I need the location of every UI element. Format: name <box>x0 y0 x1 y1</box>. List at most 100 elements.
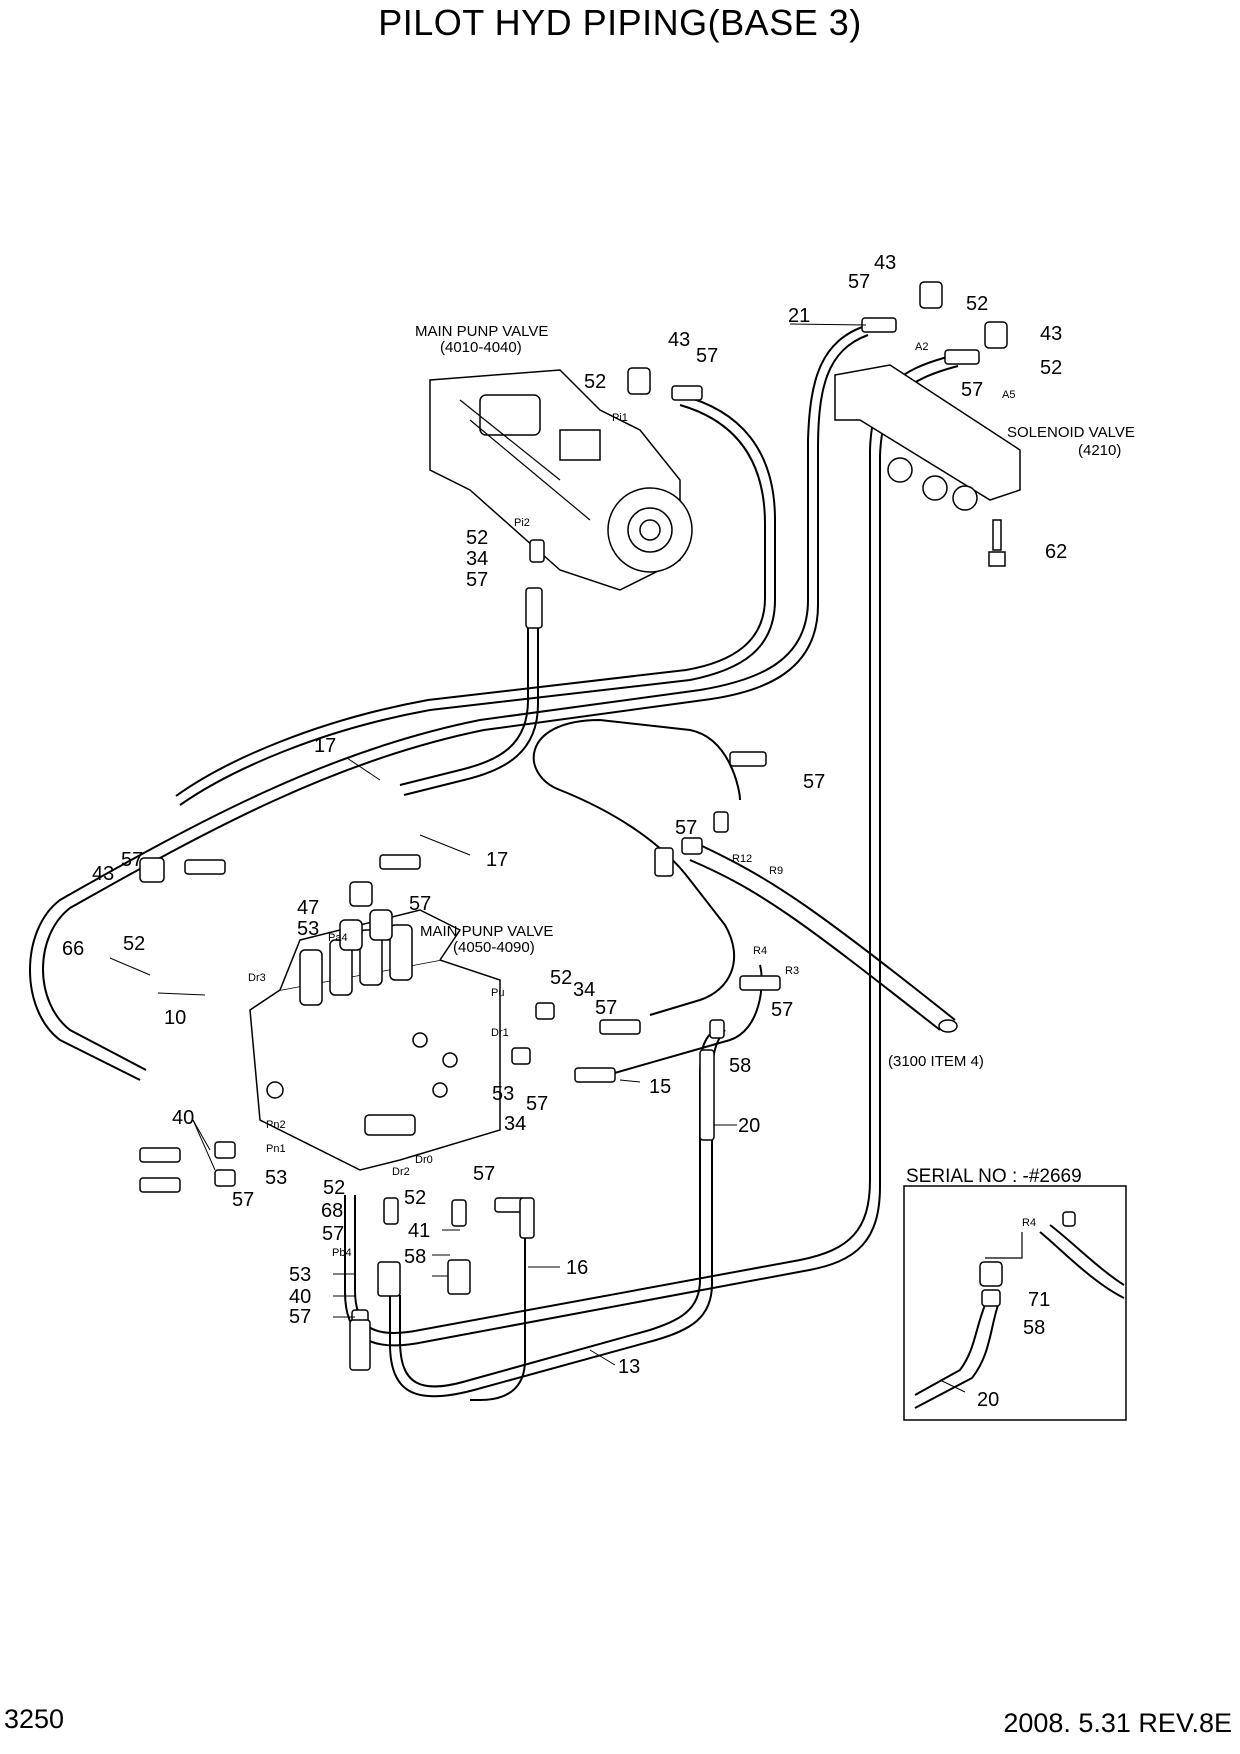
callout: 57 <box>771 999 793 1021</box>
hose-17a-inner <box>175 404 766 797</box>
leader-lines <box>109 323 966 1393</box>
port-label: Pi2 <box>514 517 530 529</box>
callout: 68 <box>321 1200 343 1222</box>
hose-17a <box>179 394 776 806</box>
callout: 58 <box>729 1055 751 1077</box>
ref-solenoid: (4210) <box>1078 442 1121 459</box>
callout: 41 <box>408 1220 430 1242</box>
callout: 34 <box>573 979 595 1001</box>
callout: 17 <box>486 849 508 871</box>
callout: 43 <box>92 863 114 885</box>
inset-serial <box>903 1185 1127 1421</box>
page-title: PILOT HYD PIPING(BASE 3) <box>378 2 862 43</box>
callout: 52 <box>404 1187 426 1209</box>
callout: 53 <box>297 918 319 940</box>
callouts: 43 57 52 43 57 52 21 43 57 52 62 52 34 5… <box>62 252 1067 1411</box>
port-label: Dr1 <box>491 1027 509 1039</box>
port-label: Pu <box>491 987 504 999</box>
callout: 53 <box>492 1083 514 1105</box>
port-label: R4 <box>753 945 767 957</box>
hose-16 <box>470 1230 526 1401</box>
main-control-valve <box>249 909 501 1171</box>
label-solenoid: SOLENOID VALVE <box>1007 424 1135 441</box>
port-label: A5 <box>1002 389 1015 401</box>
page-number: 3250 <box>4 1704 65 1734</box>
callout: 57 <box>322 1223 344 1245</box>
port-label: Pn1 <box>266 1143 286 1155</box>
port-label: R4 <box>1022 1217 1036 1229</box>
callout: 57 <box>848 271 870 293</box>
callout: 10 <box>164 1007 186 1029</box>
inset-title: SERIAL NO : -#2669 <box>906 1166 1082 1187</box>
callout: 17 <box>314 735 336 757</box>
callout: 57 <box>232 1189 254 1211</box>
callout: 52 <box>323 1177 345 1199</box>
callout: 34 <box>504 1113 526 1135</box>
callout: 52 <box>1040 357 1062 379</box>
callout: 52 <box>584 371 606 393</box>
callout: 21 <box>788 305 810 327</box>
callout: 58 <box>1023 1317 1045 1339</box>
hose-21 <box>29 324 869 1081</box>
callout: 57 <box>121 849 143 871</box>
callout: 40 <box>289 1286 311 1308</box>
callout: 52 <box>550 967 572 989</box>
callout: 52 <box>466 527 488 549</box>
callout: 20 <box>738 1115 760 1137</box>
callout: 57 <box>675 817 697 839</box>
callout: 57 <box>696 345 718 367</box>
ref-main-pump-top: (4010-4040) <box>440 339 522 356</box>
port-label: Pa4 <box>328 932 348 944</box>
hose-15 <box>532 718 741 1016</box>
callout: 43 <box>874 252 896 274</box>
solenoid-valve <box>834 364 1021 567</box>
callout: 57 <box>803 771 825 793</box>
callout: 52 <box>966 293 988 315</box>
drain-tube-inner <box>699 844 956 1021</box>
port-label: R9 <box>769 865 783 877</box>
callout: 58 <box>404 1246 426 1268</box>
callout: 57 <box>409 893 431 915</box>
ref-main-pump-mid: (4050-4090) <box>453 939 535 956</box>
hose-17b <box>399 640 529 786</box>
hose-21-inner <box>42 334 869 1071</box>
callout: 66 <box>62 938 84 960</box>
callout: 13 <box>618 1356 640 1378</box>
port-label: Dr3 <box>248 972 266 984</box>
callout: 53 <box>289 1264 311 1286</box>
callout: 43 <box>1040 323 1062 345</box>
callout: 57 <box>466 569 488 591</box>
revision-date: 2008. 5.31 REV.8E <box>1003 1708 1232 1738</box>
callout: 15 <box>649 1076 671 1098</box>
port-label: R3 <box>785 965 799 977</box>
callout: 53 <box>265 1167 287 1189</box>
port-label: Pi1 <box>612 412 628 424</box>
label-main-pump-mid: MAIN PUNP VALVE <box>420 923 553 940</box>
callout: 57 <box>289 1306 311 1328</box>
callout: 62 <box>1045 541 1067 563</box>
port-label: A2 <box>915 341 928 353</box>
callout: 57 <box>473 1163 495 1185</box>
port-label: Dr0 <box>415 1154 433 1166</box>
callout: 71 <box>1028 1289 1050 1311</box>
callout: 16 <box>566 1257 588 1279</box>
callout: 40 <box>172 1107 194 1129</box>
port-label: R12 <box>732 853 752 865</box>
drain-tube <box>689 859 941 1031</box>
callout: 20 <box>977 1389 999 1411</box>
port-label: Pn2 <box>266 1119 286 1131</box>
callout: 47 <box>297 897 319 919</box>
hose-15b <box>589 964 763 1081</box>
callout: 52 <box>123 933 145 955</box>
callout: 34 <box>466 548 488 570</box>
ref-item4: (3100 ITEM 4) <box>888 1053 984 1070</box>
port-labels: Pi1 Pi2 A2 A5 R12 R9 R4 R3 Pa4 Dr3 Pu Dr… <box>248 341 1036 1259</box>
label-main-pump-top: MAIN PUNP VALVE <box>415 323 548 340</box>
hose-17b-inner <box>403 640 539 796</box>
fittings <box>139 281 1008 1371</box>
component-labels: MAIN PUNP VALVE (4010-4040) SOLENOID VAL… <box>415 323 1135 1187</box>
port-label: Dr2 <box>392 1166 410 1178</box>
callout: 57 <box>961 379 983 401</box>
callout: 57 <box>595 997 617 1019</box>
